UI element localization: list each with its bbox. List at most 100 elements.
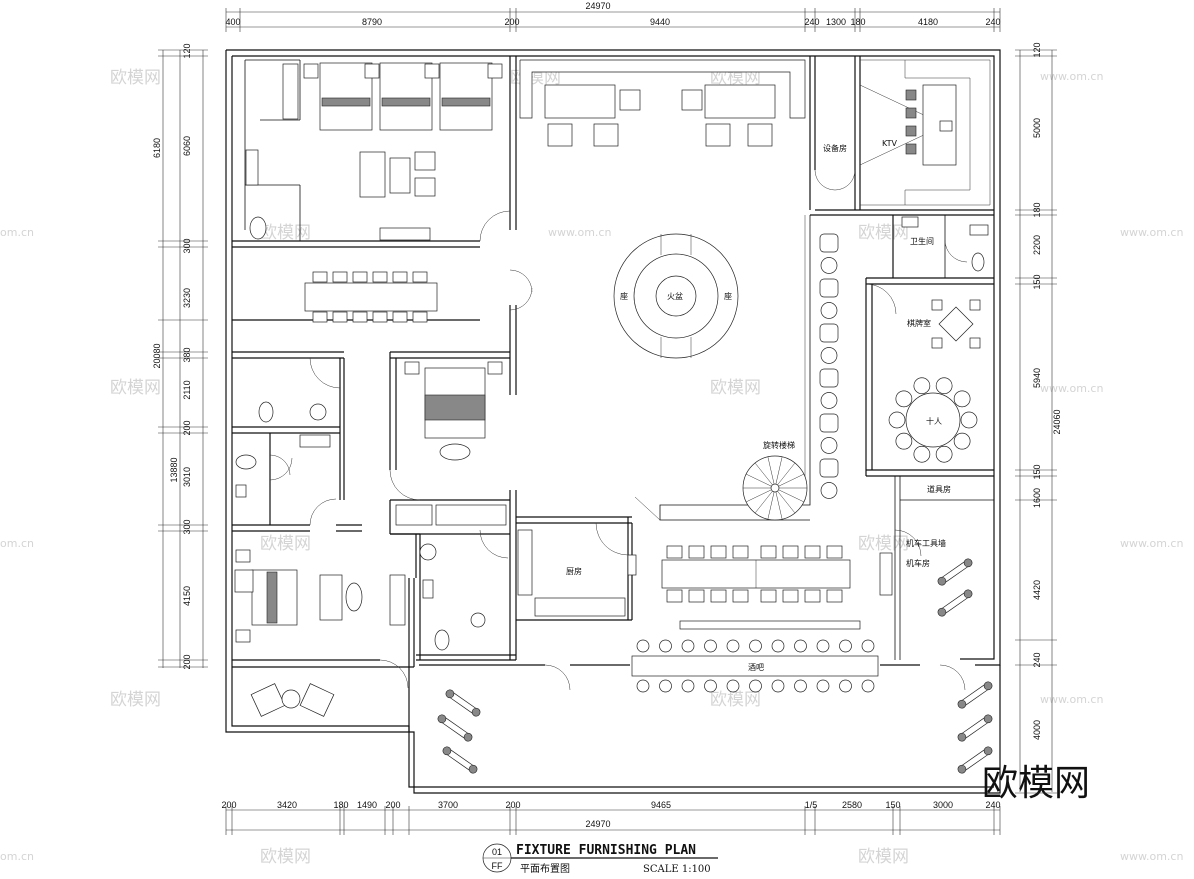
label-storage: 道具房	[927, 484, 951, 494]
dim-left: 4150	[182, 586, 192, 606]
round-table-ten	[888, 377, 978, 463]
dining-table-left	[304, 271, 438, 323]
dim-top: 400	[225, 17, 240, 27]
motorcycle-wheel	[983, 746, 993, 756]
watermark-brand: 欧模网	[260, 534, 311, 554]
dim-bottom: 9465	[651, 800, 671, 810]
dim-left: 300	[182, 238, 192, 253]
watermark-domain: om.cn	[0, 226, 34, 239]
dim-right: 5000	[1032, 118, 1042, 138]
stair-step	[767, 491, 775, 520]
bar-stool	[704, 639, 717, 653]
mahjong-table	[931, 299, 981, 349]
dining-chair	[412, 271, 428, 283]
spiral-staircase	[742, 455, 808, 521]
watermark-brand: 欧模网	[110, 378, 161, 398]
dining-chair	[666, 589, 683, 603]
bar-stool	[861, 679, 875, 693]
dimension-lines	[158, 8, 1057, 835]
label-fire-pit: 火盆	[667, 291, 683, 301]
dim-top: 4180	[918, 17, 938, 27]
motorcycle-wheel	[957, 764, 967, 774]
dining-chair	[710, 545, 727, 559]
motorcycle-wheel	[983, 681, 993, 691]
dining-chair	[332, 271, 348, 283]
title-number: 01	[492, 847, 502, 857]
bar-stool	[794, 639, 807, 653]
lounge-chair	[819, 323, 839, 343]
round-table-chair	[895, 390, 913, 408]
dining-chair	[332, 311, 348, 323]
stool	[820, 257, 838, 274]
round-table-chair	[953, 432, 971, 450]
label-tool-wall: 机车工具墙	[906, 538, 946, 548]
stool	[820, 437, 838, 454]
motorcycle-wheel	[963, 558, 973, 568]
dining-chair	[688, 545, 705, 559]
bar-counter	[631, 620, 879, 693]
dim-left: 380	[182, 347, 192, 362]
dim-right: 240	[1032, 652, 1042, 667]
dim-right: 4000	[1032, 720, 1042, 740]
bar-stool	[816, 679, 830, 693]
dim-right-segments: 120 5000 180 2200 150 5940 150 1600 4420…	[1032, 42, 1042, 740]
motorcycle-wheel	[957, 732, 967, 742]
dim-bottom: 240	[985, 800, 1000, 810]
label-ten-people: 十人	[926, 416, 942, 426]
dim-left: 300	[182, 519, 192, 534]
dining-table-right	[661, 545, 851, 603]
motorcycle-wheel	[963, 589, 973, 599]
motorcycle	[442, 746, 478, 774]
dim-left-outer: 6180 20080 13880	[152, 138, 179, 483]
dining-chair	[392, 271, 408, 283]
kitchen-fixtures	[517, 529, 637, 617]
watermark-brand: 欧模网	[710, 690, 761, 710]
dim-top: 1300	[826, 17, 846, 27]
dim-left: 200	[182, 654, 192, 669]
stair-step	[777, 462, 796, 486]
bar-stool	[771, 679, 785, 693]
label-moto-room: 机车房	[906, 558, 930, 568]
lounge-chair	[819, 278, 839, 298]
bar-stool	[749, 639, 762, 653]
restroom-fixtures	[901, 216, 989, 272]
stair-step	[777, 490, 796, 514]
watermark-domain: www.om.cn	[548, 226, 611, 239]
dim-bottom-total: 24970	[585, 819, 610, 829]
dining-chair	[782, 545, 799, 559]
dining-chair	[782, 589, 799, 603]
bar-stool	[726, 679, 740, 693]
stair-step	[746, 489, 772, 503]
label-seat-right: 座	[724, 291, 732, 301]
dining-chair	[732, 589, 749, 603]
round-table-chair	[895, 432, 913, 450]
label-bar: 酒吧	[748, 663, 764, 672]
dim-right: 150	[1032, 464, 1042, 479]
dining-chair	[312, 271, 328, 283]
motorcycle-wheel	[437, 714, 447, 724]
bar-stool	[771, 639, 785, 653]
triple-beds	[245, 62, 503, 241]
round-table-chair	[935, 445, 953, 463]
stair-step	[778, 473, 804, 487]
dim-top: 9440	[650, 17, 670, 27]
lounge-chair	[819, 413, 839, 433]
watermark-domain: www.om.cn	[1040, 382, 1103, 395]
dim-right: 180	[1032, 202, 1042, 217]
watermark-domain: www.om.cn	[1040, 70, 1103, 83]
motorcycle-wheel	[445, 689, 455, 699]
motorcycle-wheel	[937, 576, 947, 586]
dim-left: 6060	[182, 136, 192, 156]
round-table-chair	[913, 377, 931, 395]
dim-right: 150	[1032, 274, 1042, 289]
dim-top: 8790	[362, 17, 382, 27]
interior-walls	[232, 56, 994, 732]
watermark-brand: 欧模网	[110, 690, 161, 710]
title-code: FF	[492, 861, 503, 871]
dim-top: 240	[804, 17, 819, 27]
dining-chair	[710, 589, 727, 603]
stair-step	[746, 473, 772, 487]
bar-stool	[636, 679, 650, 693]
lounge-chair	[819, 233, 839, 253]
